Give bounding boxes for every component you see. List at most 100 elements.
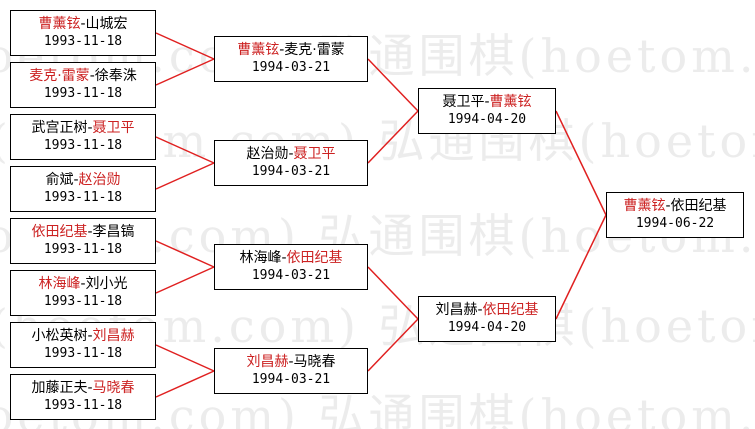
- player-name: 依田纪基: [31, 224, 88, 240]
- bracket-connector: [155, 136, 215, 164]
- match-date: 1994-03-21: [251, 372, 331, 387]
- player-name: 马晓春: [293, 354, 336, 370]
- vs-dash: -: [73, 172, 79, 188]
- match-players: 曹薰铉-依田纪基: [623, 198, 726, 215]
- bracket-connector: [155, 344, 215, 372]
- player-name: 刘昌赫: [246, 354, 289, 370]
- match-date: 1994-04-20: [447, 112, 527, 127]
- player-name: 聂卫平: [442, 94, 485, 110]
- bracket-connector: [555, 214, 607, 320]
- player-name: 曹薰铉: [237, 42, 280, 58]
- match-date: 1993-11-18: [43, 86, 123, 101]
- player-name: 徐奉洙: [94, 68, 137, 84]
- match-players: 麦克·雷蒙-徐奉洙: [29, 68, 137, 85]
- vs-dash: -: [80, 276, 86, 292]
- player-name: 依田纪基: [670, 198, 727, 214]
- bracket-connector: [155, 266, 215, 294]
- bracket-connector: [367, 266, 419, 320]
- player-name: 林海峰: [38, 276, 81, 292]
- player-name: 加藤正夫: [31, 380, 88, 396]
- match-date: 1993-11-18: [43, 34, 123, 49]
- player-name: 麦克·雷蒙: [284, 42, 345, 58]
- player-name: 李昌镐: [92, 224, 135, 240]
- vs-dash: -: [288, 146, 294, 162]
- vs-dash: -: [87, 120, 93, 136]
- match-date: 1994-03-21: [251, 268, 331, 283]
- match-date: 1994-03-21: [251, 164, 331, 179]
- match-players: 林海峰-依田纪基: [239, 250, 342, 267]
- bracket-connector: [367, 318, 419, 372]
- match-players: 小松英树-刘昌赫: [31, 328, 134, 345]
- bracket-connector: [367, 58, 419, 112]
- player-name: 刘昌赫: [435, 302, 478, 318]
- match-date: 1993-11-18: [43, 190, 123, 205]
- vs-dash: -: [281, 250, 287, 266]
- match-players: 刘昌赫-依田纪基: [435, 302, 538, 319]
- match-players: 曹薰铉-山城宏: [38, 16, 127, 33]
- match-players: 聂卫平-曹薰铉: [442, 94, 531, 111]
- player-name: 刘昌赫: [92, 328, 135, 344]
- match-date: 1994-04-20: [447, 320, 527, 335]
- match-date: 1993-11-18: [43, 138, 123, 153]
- player-name: 聂卫平: [92, 120, 135, 136]
- bracket-connector: [155, 370, 215, 398]
- player-name: 依田纪基: [482, 302, 539, 318]
- vs-dash: -: [87, 224, 93, 240]
- match-players: 俞斌-赵治勋: [45, 172, 120, 189]
- vs-dash: -: [279, 42, 285, 58]
- player-name: 小松英树: [31, 328, 88, 344]
- vs-dash: -: [87, 328, 93, 344]
- bracket-connector: [155, 58, 215, 86]
- bracket-connector: [155, 162, 215, 190]
- player-name: 赵治勋: [246, 146, 289, 162]
- vs-dash: -: [477, 302, 483, 318]
- match-players: 武宫正树-聂卫平: [31, 120, 134, 137]
- match-players: 加藤正夫-马晓春: [31, 380, 134, 397]
- match-players: 刘昌赫-马晓春: [246, 354, 335, 371]
- match-date: 1994-06-22: [635, 216, 715, 231]
- match-date: 1993-11-18: [43, 346, 123, 361]
- player-name: 山城宏: [85, 16, 128, 32]
- player-name: 聂卫平: [293, 146, 336, 162]
- player-name: 曹薰铉: [623, 198, 666, 214]
- player-name: 曹薰铉: [489, 94, 532, 110]
- player-name: 麦克·雷蒙: [29, 68, 90, 84]
- vs-dash: -: [665, 198, 671, 214]
- bracket-connector: [155, 32, 215, 60]
- vs-dash: -: [288, 354, 294, 370]
- vs-dash: -: [87, 380, 93, 396]
- player-name: 马晓春: [92, 380, 135, 396]
- match-players: 林海峰-刘小光: [38, 276, 127, 293]
- player-name: 曹薰铉: [38, 16, 81, 32]
- match-players: 曹薰铉-麦克·雷蒙: [237, 42, 345, 59]
- bracket-connector: [555, 110, 607, 216]
- player-name: 俞斌: [45, 172, 74, 188]
- vs-dash: -: [484, 94, 490, 110]
- match-date: 1994-03-21: [251, 60, 331, 75]
- player-name: 武宫正树: [31, 120, 88, 136]
- match-date: 1993-11-18: [43, 242, 123, 257]
- bracket-connector: [155, 240, 215, 268]
- match-date: 1993-11-18: [43, 398, 123, 413]
- player-name: 林海峰: [239, 250, 282, 266]
- vs-dash: -: [89, 68, 95, 84]
- match-date: 1993-11-18: [43, 294, 123, 309]
- match-players: 赵治勋-聂卫平: [246, 146, 335, 163]
- player-name: 赵治勋: [78, 172, 121, 188]
- bracket-connector: [367, 110, 419, 164]
- match-players: 依田纪基-李昌镐: [31, 224, 134, 241]
